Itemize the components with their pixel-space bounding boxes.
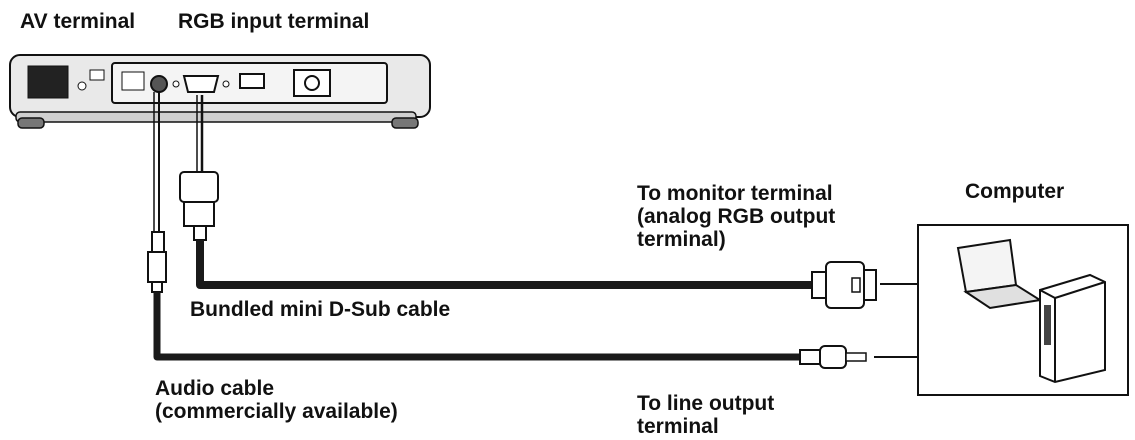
rgb-input-terminal-label: RGB input terminal — [178, 10, 370, 33]
laptop-icon — [956, 238, 1043, 310]
rgb-input-port — [182, 75, 220, 93]
av-terminal-jack — [150, 75, 168, 93]
stereo-mini-plug-icon — [799, 345, 867, 369]
mini-dsub-cable-label: Bundled mini D-Sub cable — [190, 298, 451, 321]
mini-dsub-connector-icon — [811, 261, 877, 309]
projector-icon — [9, 54, 431, 129]
mini-dsub-cable-line — [196, 240, 815, 289]
computer-label: Computer — [965, 180, 1065, 203]
mini-dsub-connector-icon — [179, 171, 219, 241]
monitor-terminal-label: To monitor terminal (analog RGB output t… — [637, 182, 836, 251]
av-terminal-label: AV terminal — [20, 10, 136, 33]
audio-cable-line — [153, 292, 800, 361]
line-output-terminal-label: To line output terminal — [637, 392, 775, 438]
audio-cable-label: Audio cable (commercially available) — [155, 377, 398, 423]
stereo-mini-plug-icon — [147, 231, 167, 293]
desktop-tower-icon — [1039, 273, 1106, 384]
